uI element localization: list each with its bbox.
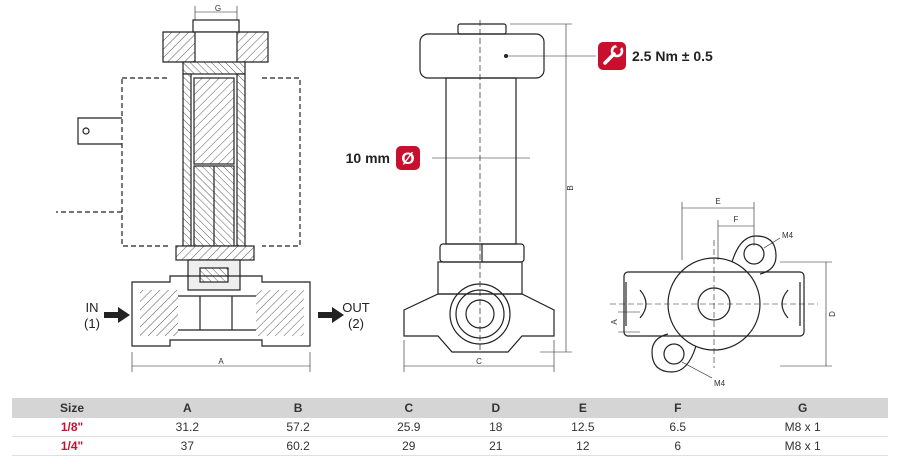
table-row: 1/4" 37 60.2 29 21 12 6 M8 x 1 [12, 436, 888, 456]
cell-a: 31.2 [132, 418, 243, 437]
cell-a: 37 [132, 436, 243, 456]
cell-size: 1/4" [12, 436, 132, 456]
cell-c: 25.9 [353, 418, 465, 437]
col-header-g: G [717, 398, 888, 418]
outlet-port-label: (2) [348, 316, 364, 331]
inlet-port-label: (1) [84, 316, 100, 331]
dim-f-label: F [734, 215, 739, 224]
cell-e: 12.5 [527, 418, 639, 437]
cell-b: 57.2 [242, 418, 354, 437]
thread-label-top: M4 [782, 231, 794, 240]
outlet-label: OUT [342, 300, 370, 315]
dimensions-table: Size A B C D E F G 1/8" 31.2 57.2 25.9 1… [12, 398, 888, 456]
cell-g: M8 x 1 [717, 418, 888, 437]
cell-g: M8 x 1 [717, 436, 888, 456]
cell-b: 60.2 [242, 436, 354, 456]
col-header-d: D [464, 398, 528, 418]
cell-d: 18 [464, 418, 528, 437]
diameter-icon: Ø [396, 146, 420, 170]
col-header-b: B [242, 398, 354, 418]
col-header-f: F [638, 398, 718, 418]
cell-size: 1/8" [12, 418, 132, 437]
cell-f: 6 [638, 436, 718, 456]
dim-a-plan-label: A [610, 319, 619, 325]
col-header-c: C [353, 398, 465, 418]
dim-d-label: D [828, 311, 837, 317]
col-header-size: Size [12, 398, 132, 418]
col-header-e: E [527, 398, 639, 418]
dim-a-label: A [218, 357, 224, 366]
plan-view [610, 202, 832, 379]
inlet-label: IN [86, 300, 99, 315]
cell-c: 29 [353, 436, 465, 456]
thread-label-bottom: M4 [714, 379, 726, 388]
cell-e: 12 [527, 436, 639, 456]
diameter-label: 10 mm [346, 150, 390, 166]
svg-text:Ø: Ø [401, 149, 414, 168]
cell-d: 21 [464, 436, 528, 456]
torque-leader-dot [504, 54, 508, 58]
outlet-arrow [318, 307, 344, 323]
table-row: 1/8" 31.2 57.2 25.9 18 12.5 6.5 M8 x 1 [12, 418, 888, 437]
torque-label: 2.5 Nm ± 0.5 [632, 48, 713, 64]
inlet-arrow [104, 307, 130, 323]
col-header-a: A [132, 398, 243, 418]
wrench-icon [598, 42, 626, 70]
dim-g-label: G [215, 4, 221, 13]
section-view [56, 6, 311, 372]
dim-c-label: C [476, 357, 482, 366]
table-header-row: Size A B C D E F G [12, 398, 888, 418]
dim-e-label: E [715, 197, 720, 206]
cell-f: 6.5 [638, 418, 718, 437]
technical-drawing: G A IN (1) OUT (2) B [56, 4, 837, 388]
dim-b-label: B [566, 185, 575, 190]
side-view [403, 20, 596, 372]
